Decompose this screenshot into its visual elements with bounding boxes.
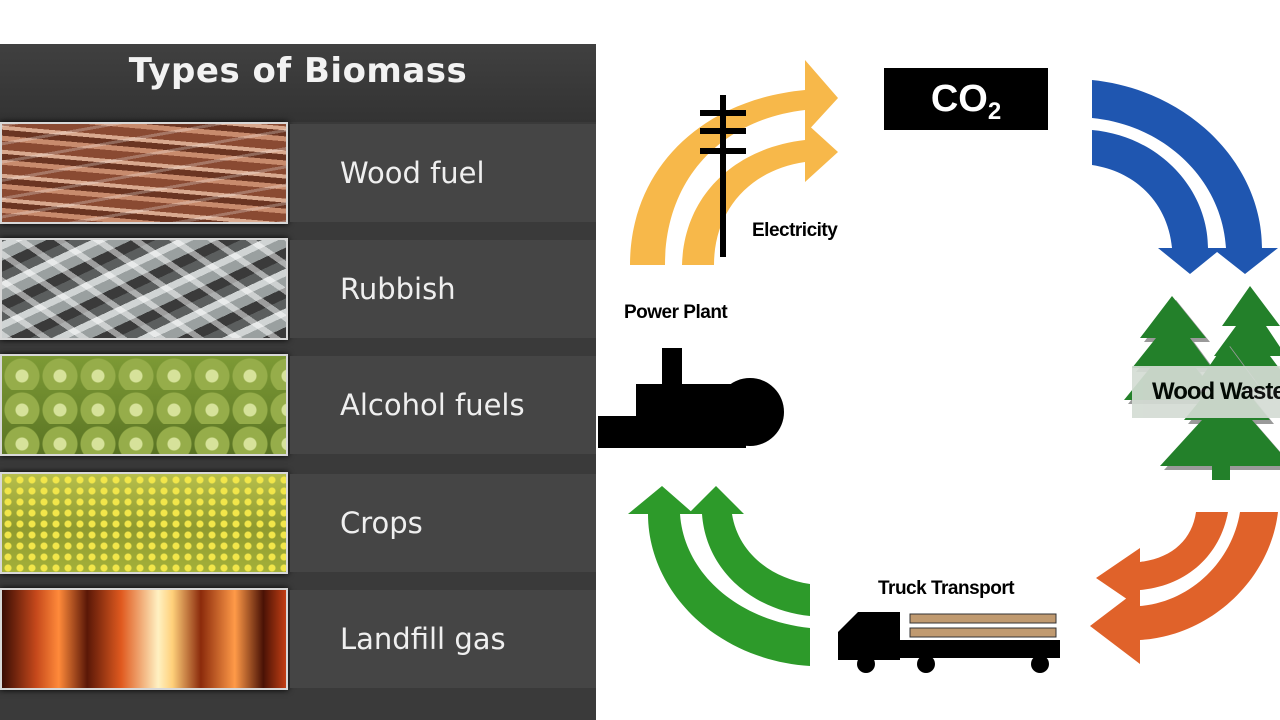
transport-arrow-outer <box>1090 512 1278 664</box>
electricity-arrow-inner <box>682 122 838 265</box>
list-item-rubbish: Rubbish <box>0 238 596 340</box>
co2-subscript: 2 <box>987 98 1002 125</box>
wood-waste-box: Wood Waste <box>1132 366 1280 418</box>
fire-image <box>0 588 288 690</box>
co2-arrow-inner <box>1092 130 1222 274</box>
list-item-wood-fuel: Wood fuel <box>0 122 596 224</box>
list-item-label: Landfill gas <box>340 622 506 656</box>
rubbish-image <box>0 238 288 340</box>
power-plant-label: Power Plant <box>624 302 728 323</box>
return-arrows <box>628 486 810 666</box>
electricity-label: Electricity <box>752 220 838 241</box>
crops-image <box>0 472 288 574</box>
panel-title: Types of Biomass <box>0 44 596 122</box>
electricity-arrow-outer <box>630 60 838 265</box>
truck-icon <box>838 612 1060 673</box>
electricity-arrows <box>630 60 838 265</box>
transport-arrow-inner <box>1096 512 1228 608</box>
wood-waste-label: Wood Waste <box>1152 378 1280 405</box>
grapes-image <box>0 354 288 456</box>
co2-box: CO2 <box>884 68 1048 130</box>
list-item-label: Crops <box>340 506 423 540</box>
co2-arrows <box>1092 80 1278 274</box>
list-item-crops: Crops <box>0 472 596 574</box>
truck-transport-label: Truck Transport <box>878 578 1015 599</box>
power-pole-icon <box>700 95 746 257</box>
list-item-label: Wood fuel <box>340 156 485 190</box>
list-item-landfill-gas: Landfill gas <box>0 588 596 690</box>
co2-arrow-outer <box>1092 80 1278 274</box>
biomass-types-panel: Types of Biomass Wood fuel Rubbish Alcoh… <box>0 44 596 720</box>
return-arrow-inner <box>688 486 810 616</box>
list-item-label: Alcohol fuels <box>340 388 525 422</box>
power-plant-icon <box>598 348 784 448</box>
co2-text: CO <box>930 78 988 120</box>
list-item-alcohol-fuels: Alcohol fuels <box>0 354 596 456</box>
return-arrow-outer <box>628 486 810 666</box>
list-item-label: Rubbish <box>340 272 456 306</box>
transport-arrows <box>1090 512 1278 664</box>
wood-fuel-image <box>0 122 288 224</box>
